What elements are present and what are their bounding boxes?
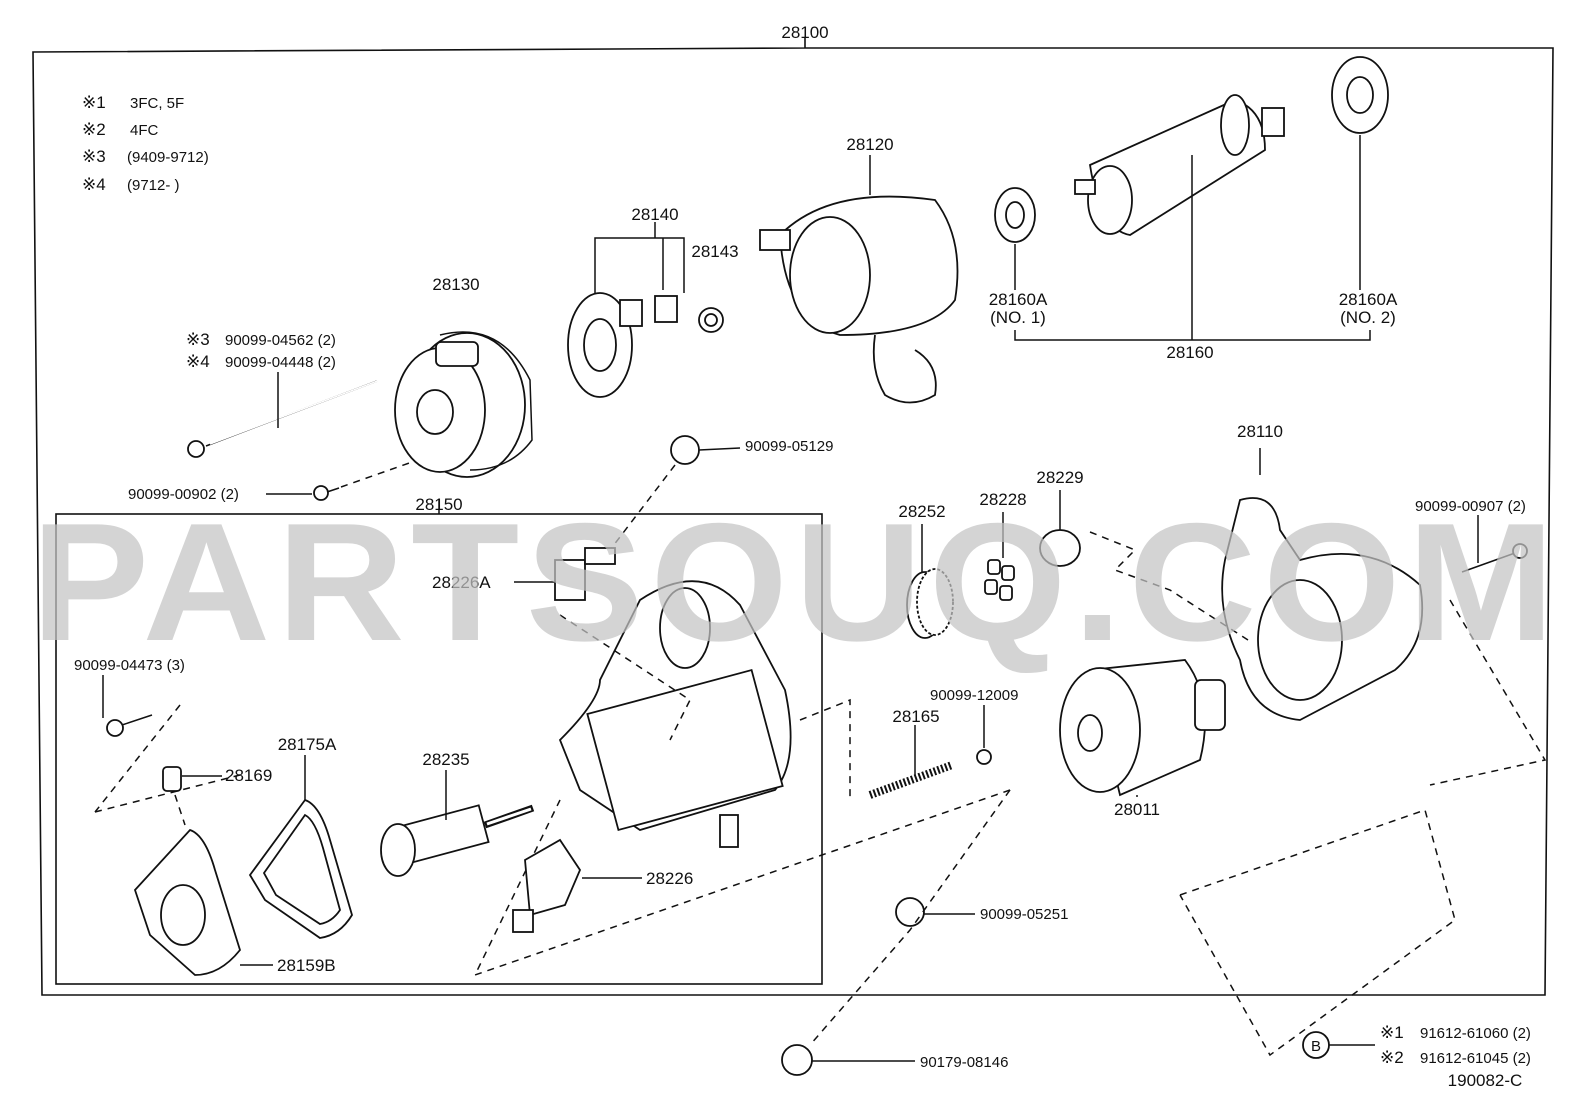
part-28140-brush-holder	[567, 222, 685, 398]
part-28160-armature	[1074, 94, 1285, 236]
label-28110: 28110	[1237, 422, 1283, 441]
legend: ※1 3FC, 5F ※2 4FC ※3 (9409-9712) ※4 (971…	[82, 93, 209, 194]
label-bolt-3-mark: ※3	[186, 330, 210, 349]
label-cap-05129: 90099-05129	[745, 438, 833, 455]
part-solenoid-body	[558, 580, 792, 848]
label-28120: 28120	[846, 135, 893, 154]
part-28235-plunger	[380, 770, 535, 877]
label-28169: 28169	[225, 766, 272, 785]
watermark: PARTSOUQ.COM	[31, 488, 1561, 676]
bolt-04473	[94, 675, 181, 813]
part-28228-rollers	[984, 559, 1015, 601]
label-28160a-no2: 28160A	[1339, 290, 1398, 309]
label-28252: 28252	[898, 502, 945, 521]
cap-08146	[781, 1044, 915, 1076]
part-28143-spring	[698, 307, 724, 333]
label-ball-12009: 90099-12009	[930, 687, 1018, 704]
part-28165-spring	[868, 725, 954, 799]
label-b1: 91612-61060 (2)	[1420, 1025, 1531, 1042]
bolt-dash-line	[1429, 599, 1547, 786]
label-cap-08146: 90179-08146	[920, 1054, 1008, 1071]
housing-dash-line	[1089, 531, 1249, 641]
legend-mark-4: ※4	[82, 175, 106, 194]
label-sub-assembly: 28150	[415, 495, 462, 514]
cap-dash-line	[809, 789, 1011, 1046]
label-bolt-4-mark: ※4	[186, 352, 210, 371]
through-bolt	[187, 379, 381, 458]
cap-05251	[895, 897, 975, 927]
label-cap-05251: 90099-05251	[980, 906, 1068, 923]
label-screw-00902: 90099-00902 (2)	[128, 486, 239, 503]
legend-text-1: 3FC, 5F	[130, 95, 184, 112]
part-28252-gear	[906, 568, 954, 639]
legend-mark-1: ※1	[82, 93, 106, 112]
sub-assembly-frame	[55, 513, 823, 985]
label-main-assembly: 28100	[781, 23, 828, 42]
part-28120-yoke	[759, 155, 959, 404]
part-28110-drive-housing	[1221, 448, 1424, 721]
label-bolt-00907: 90099-00907 (2)	[1415, 498, 1526, 515]
part-28130-end-frame	[394, 331, 533, 478]
part-28160a-bearing-no2	[1331, 56, 1389, 134]
label-28226a: 28226A	[432, 573, 491, 592]
b-dash-line	[1179, 809, 1456, 1057]
label-b1-mark: ※1	[1380, 1023, 1404, 1042]
label-28160: 28160	[1166, 343, 1213, 362]
label-28140: 28140	[631, 205, 678, 224]
label-b2: 91612-61045 (2)	[1420, 1050, 1531, 1067]
label-28235: 28235	[422, 750, 469, 769]
label-drawing-code: 190082-C	[1448, 1071, 1523, 1090]
screw-00902	[313, 460, 416, 501]
label-28130: 28130	[432, 275, 479, 294]
legend-mark-3: ※3	[82, 147, 106, 166]
label-circle-b: B	[1311, 1038, 1321, 1055]
part-28226a-terminal	[514, 547, 691, 741]
label-28160a-no1: 28160A	[989, 290, 1048, 309]
ball-12009	[976, 749, 992, 765]
label-28143: 28143	[691, 242, 738, 261]
label-28228: 28228	[979, 490, 1026, 509]
label-28175a: 28175A	[278, 735, 337, 754]
cap-05129	[609, 435, 741, 551]
label-28226: 28226	[646, 869, 693, 888]
spring-dash-line	[799, 698, 851, 800]
label-bolt-04448: 90099-04448 (2)	[225, 354, 336, 371]
part-28011-clutch	[1059, 659, 1226, 797]
label-28165: 28165	[892, 707, 939, 726]
label-bolt-04562: 90099-04562 (2)	[225, 332, 336, 349]
main-assembly-frame	[32, 38, 1554, 996]
label-28229: 28229	[1036, 468, 1083, 487]
legend-text-3: (9409-9712)	[127, 149, 209, 166]
label-28159b: 28159B	[277, 956, 336, 975]
legend-text-2: 4FC	[130, 122, 159, 139]
part-28169	[94, 766, 241, 826]
part-28160a-bearing-no1	[994, 187, 1036, 243]
part-28159b-cover	[133, 828, 273, 976]
label-28160a-no1-sub: (NO. 1)	[990, 308, 1046, 327]
label-28160a-no2-sub: (NO. 2)	[1340, 308, 1396, 327]
legend-mark-2: ※2	[82, 120, 106, 139]
bolt-00907	[1461, 515, 1528, 573]
part-28175a-gasket	[248, 755, 353, 939]
legend-text-4: (9712- )	[127, 177, 180, 194]
label-b2-mark: ※2	[1380, 1048, 1404, 1067]
label-bolt-04473: 90099-04473 (3)	[74, 657, 185, 674]
part-28226-terminal	[512, 838, 642, 933]
label-28011: 28011	[1114, 800, 1160, 819]
